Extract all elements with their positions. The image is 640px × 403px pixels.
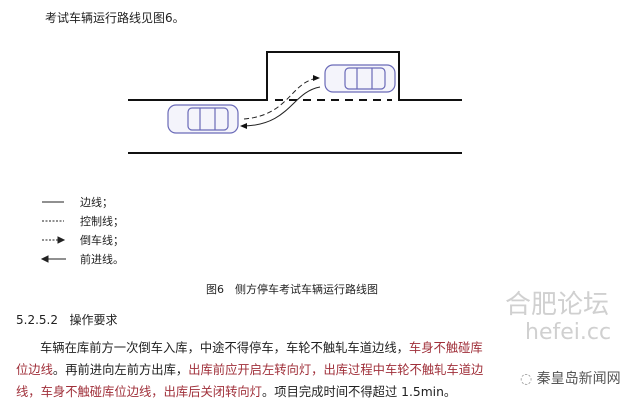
reverse-arrowhead: [313, 75, 320, 81]
highlighted-run: 车身不触碰库位边线，出库后关闭转向灯: [40, 385, 262, 399]
reverse-path: [243, 77, 319, 120]
text-run: 车辆在库前方一次倒车入库，中途不得停车，车轮不触轧车道边线，: [40, 341, 409, 355]
section-heading: 5.2.5.2 操作要求: [16, 311, 117, 328]
text-run: 。再前进向左前方出库，: [52, 363, 189, 377]
legend-label: 倒车线；: [80, 234, 124, 247]
forward-path: [243, 86, 321, 127]
road-top-edge: [128, 51, 462, 101]
text-run: 。项目完成时间不得超过 1.5min。: [261, 385, 457, 399]
legend-label: 控制线；: [80, 215, 124, 228]
figure-caption: 图6 侧方停车考试车辆运行路线图: [206, 283, 378, 296]
car-parked: [324, 64, 396, 93]
legend-label: 前进线。: [80, 253, 124, 266]
highlighted-run: 出库前应开启左转向灯，出库过程中车轮不触轧车道边线，: [16, 363, 484, 399]
intro-text: 考试车辆运行路线见图6。: [45, 11, 185, 25]
watermark-domain: hefei.cc: [525, 320, 612, 345]
watermark-site: 合肥论坛: [505, 290, 610, 320]
section-title: 操作要求: [69, 313, 118, 327]
highlighted-run: 车身不触碰库位边线: [16, 341, 483, 377]
account-name: 秦皇岛新闻网: [536, 371, 621, 387]
section-number: 5.2.5.2: [16, 313, 58, 327]
wechat-icon: ◌: [520, 371, 537, 387]
requirement-paragraph: 车辆在库前方一次倒车入库，中途不得停车，车轮不触轧车道边线，车身不触碰库位边线。…: [16, 337, 486, 403]
legend-label: 边线；: [80, 196, 113, 209]
forward-arrowhead: [240, 123, 247, 129]
watermark-account: ◌ 秦皇岛新闻网: [520, 368, 621, 388]
car-start: [167, 104, 239, 134]
